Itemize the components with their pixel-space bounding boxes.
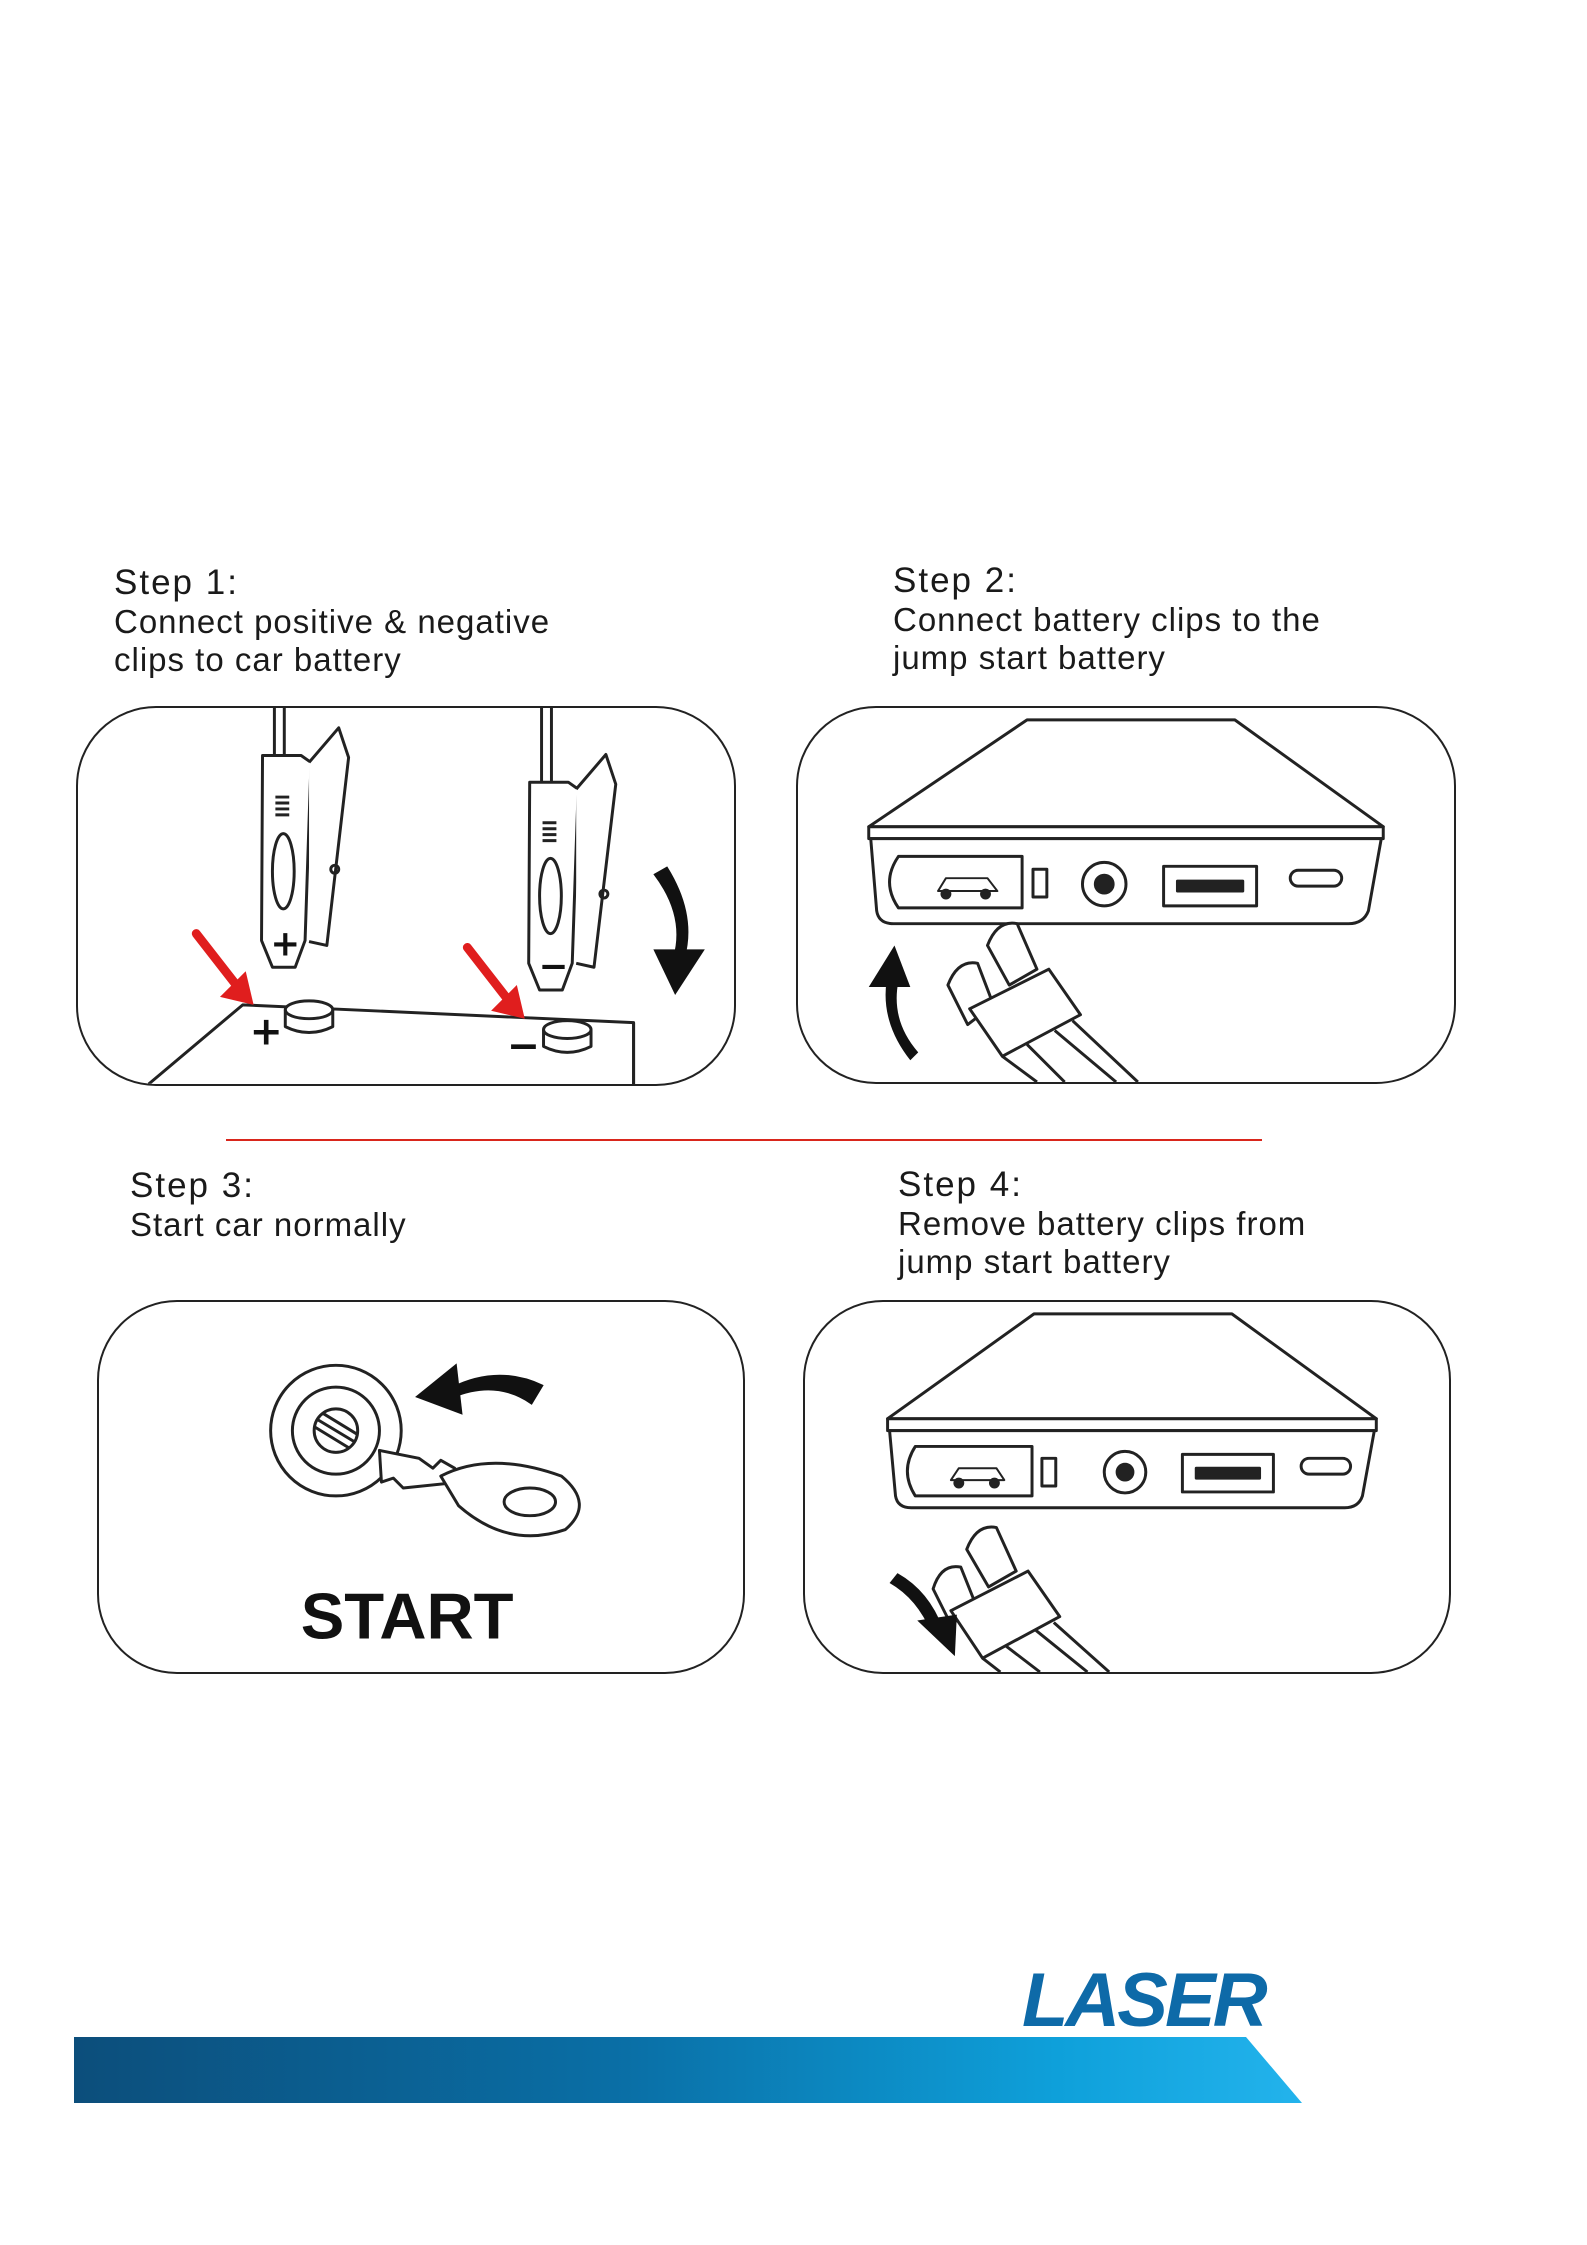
- car-battery-clips-drawing: + − + −: [78, 708, 734, 1084]
- jump-starter-remove-drawing: [805, 1302, 1449, 1672]
- step-4-heading: Step 4: Remove battery clips from jump s…: [898, 1165, 1306, 1281]
- step-1-heading: Step 1: Connect positive & negative clip…: [114, 563, 550, 679]
- step-4-illustration: [803, 1300, 1451, 1674]
- terminal-negative-mark: −: [507, 1023, 540, 1069]
- step-2-illustration: [796, 706, 1456, 1084]
- section-divider: [226, 1139, 1262, 1141]
- step-2-description: Connect battery clips to the jump start …: [893, 601, 1321, 677]
- step-3-illustration: START: [97, 1300, 745, 1674]
- curved-arrow-down-icon: [653, 866, 704, 995]
- laser-logo: LASER: [1010, 1958, 1290, 2058]
- curved-arrow-left-icon: [415, 1363, 544, 1414]
- curved-arrow-up-icon: [869, 945, 918, 1060]
- step-4-description: Remove battery clips from jump start bat…: [898, 1205, 1306, 1281]
- step-3-title: Step 3:: [130, 1166, 407, 1206]
- jump-starter-connect-drawing: [798, 708, 1454, 1082]
- clip-positive-mark: +: [270, 923, 300, 964]
- terminal-positive-mark: +: [250, 1008, 283, 1054]
- step-1-title: Step 1:: [114, 563, 550, 603]
- step-3-heading: Step 3: Start car normally: [130, 1166, 407, 1244]
- step-2-title: Step 2:: [893, 561, 1321, 601]
- step-1-description: Connect positive & negative clips to car…: [114, 603, 550, 679]
- start-label: START: [301, 1579, 514, 1652]
- laser-logo-text: LASER: [1022, 1958, 1265, 2044]
- step-2-heading: Step 2: Connect battery clips to the jum…: [893, 561, 1321, 677]
- step-1-illustration: + − + −: [76, 706, 736, 1086]
- clip-negative-mark: −: [539, 946, 569, 987]
- ignition-key-drawing: START: [99, 1302, 743, 1672]
- step-3-description: Start car normally: [130, 1206, 407, 1244]
- step-4-title: Step 4:: [898, 1165, 1306, 1205]
